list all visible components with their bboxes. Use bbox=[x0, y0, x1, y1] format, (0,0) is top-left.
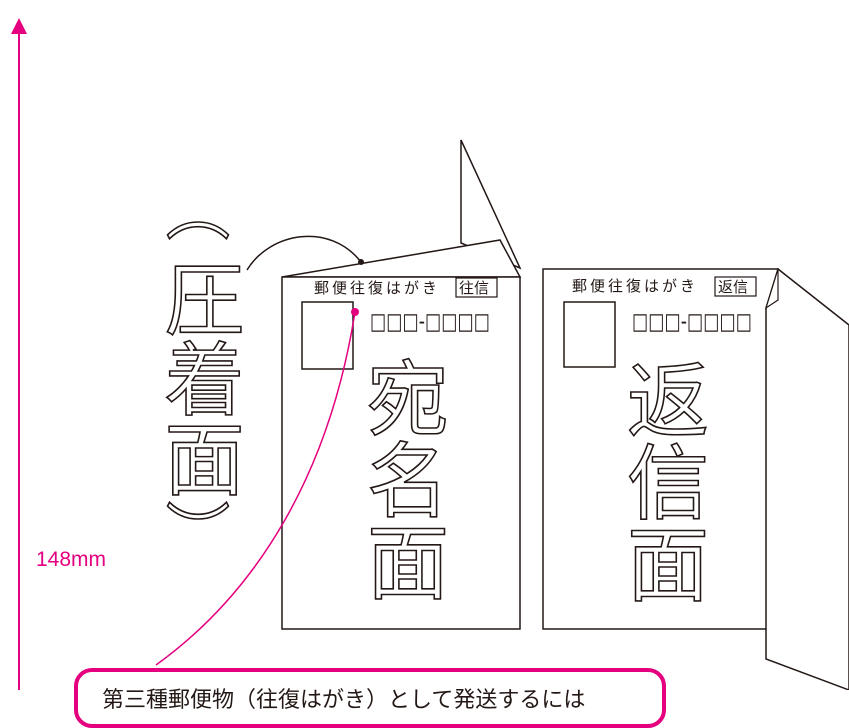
fold-label-close-paren: ︶ bbox=[166, 498, 230, 572]
reply-card-stamp-box bbox=[563, 301, 616, 368]
reply-card-side-flap-outer bbox=[765, 267, 849, 690]
reply-card-header: 郵便往復はがき bbox=[572, 277, 698, 295]
callout-leader-dot bbox=[351, 308, 359, 316]
address-card-header: 郵便往復はがき bbox=[314, 279, 440, 297]
address-card-tag: 往信 bbox=[459, 279, 489, 297]
address-card-postal-boxes: □□□-□□□□ bbox=[370, 309, 490, 335]
reply-card-side-flap-inner bbox=[764, 268, 779, 310]
address-card: 郵便往復はがき 往信 □□□-□□□□ 宛名面 bbox=[281, 239, 522, 630]
callout-text: 第三種郵便物（往復はがき）として発送するには bbox=[102, 688, 586, 713]
reply-card-tag: 返信 bbox=[718, 278, 748, 296]
fold-label-text: 圧着面 bbox=[152, 258, 245, 498]
arrow-up-icon bbox=[11, 18, 27, 34]
fold-pointer-dot bbox=[358, 259, 364, 265]
fold-label-open-paren: ︵ bbox=[166, 176, 230, 250]
dimension-arrow bbox=[11, 18, 27, 690]
address-card-tag-box bbox=[455, 277, 498, 298]
address-card-top-fold bbox=[281, 239, 522, 278]
fold-pointer-line bbox=[246, 235, 362, 271]
reply-card-title: 返信面 bbox=[613, 358, 708, 604]
reply-card-tag-box bbox=[714, 276, 757, 297]
address-card-title: 宛名面 bbox=[353, 356, 448, 602]
address-card-stamp-box bbox=[301, 301, 354, 370]
fold-label: ︵ 圧着面 ︶ bbox=[151, 175, 246, 573]
callout-leader-line bbox=[155, 311, 356, 666]
dimension-label: 148mm bbox=[36, 548, 107, 571]
reply-card-postal-boxes: □□□-□□□□ bbox=[632, 309, 752, 335]
callout-box: 第三種郵便物（往復はがき）として発送するには bbox=[74, 668, 666, 728]
reply-card: 郵便往復はがき 返信 □□□-□□□□ 返信面 bbox=[542, 268, 779, 630]
postcard-diagram: 郵便往復はがき 往信 □□□-□□□□ 宛名面 郵便往復はがき 返信 □□□-□… bbox=[11, 18, 849, 690]
